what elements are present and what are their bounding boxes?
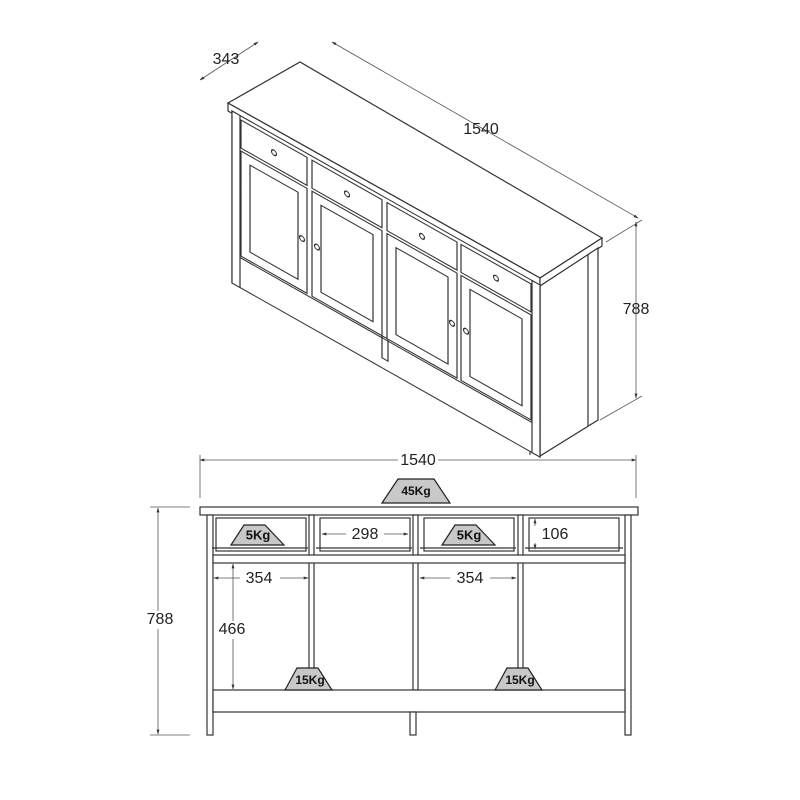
- center-leg: [381, 334, 389, 363]
- drawer-shelf: [212, 554, 626, 564]
- compartment-height-label: 466: [219, 621, 246, 638]
- top-edge-side: [539, 236, 603, 288]
- door-3: [386, 232, 458, 380]
- compartment-width-left-label: 354: [246, 570, 273, 587]
- partition: [308, 514, 315, 691]
- door-knob: [462, 327, 470, 335]
- height-label: 788: [623, 301, 650, 318]
- weight-shelf-icon: [493, 667, 544, 691]
- top-load-label: 45Kg: [401, 484, 430, 498]
- door-knob: [313, 243, 321, 251]
- width-dimension-line: [331, 41, 639, 219]
- drawer-height-label: 106: [542, 526, 569, 543]
- drawer-load-right-label: 5Kg: [457, 527, 482, 542]
- partition: [517, 514, 524, 691]
- drawer-boxes: [212, 517, 623, 552]
- doors: [240, 150, 532, 421]
- door-knob: [448, 319, 456, 327]
- drawer-knob: [270, 149, 278, 157]
- weight-shelf-icon: [283, 667, 334, 691]
- partition: [412, 514, 419, 691]
- drawer-1: [240, 119, 308, 187]
- compartment-width-right-label: 354: [457, 570, 484, 587]
- depth-dimension-line: [199, 41, 259, 81]
- top-plate: [199, 506, 639, 516]
- depth-label: 343: [213, 51, 240, 68]
- drawer-load-left-label: 5Kg: [246, 527, 271, 542]
- weight-drawer-icon: [440, 524, 497, 546]
- left-side-leg: [206, 514, 214, 736]
- left-leg: [231, 110, 241, 289]
- front-height-label: 788: [147, 611, 174, 628]
- drawer-knob: [418, 232, 426, 240]
- center-leg: [409, 711, 417, 736]
- drawer-4: [460, 243, 532, 313]
- shelf-load-left-label: 15Kg: [295, 673, 324, 687]
- weight-drawer-icon: [229, 524, 286, 546]
- shelf-load-right-label: 15Kg: [505, 673, 534, 687]
- drawer-knob: [492, 274, 500, 282]
- door-1: [240, 150, 308, 295]
- door-4: [460, 274, 532, 421]
- isometric-view: 343 1540 788: [199, 41, 650, 458]
- front-width-label: 1540: [400, 452, 436, 469]
- right-side-leg: [624, 514, 632, 736]
- right-leg: [531, 279, 541, 458]
- plinth-line: [240, 256, 532, 424]
- width-label: 1540: [463, 121, 499, 138]
- drawer-width-label: 298: [352, 526, 379, 543]
- front-view: 1540 45Kg 5Kg 5Kg 15Kg 15Kg: [140, 452, 639, 736]
- door-knob: [298, 234, 306, 243]
- bottom-shelf: [212, 689, 626, 713]
- weight-top-icon: [380, 478, 452, 504]
